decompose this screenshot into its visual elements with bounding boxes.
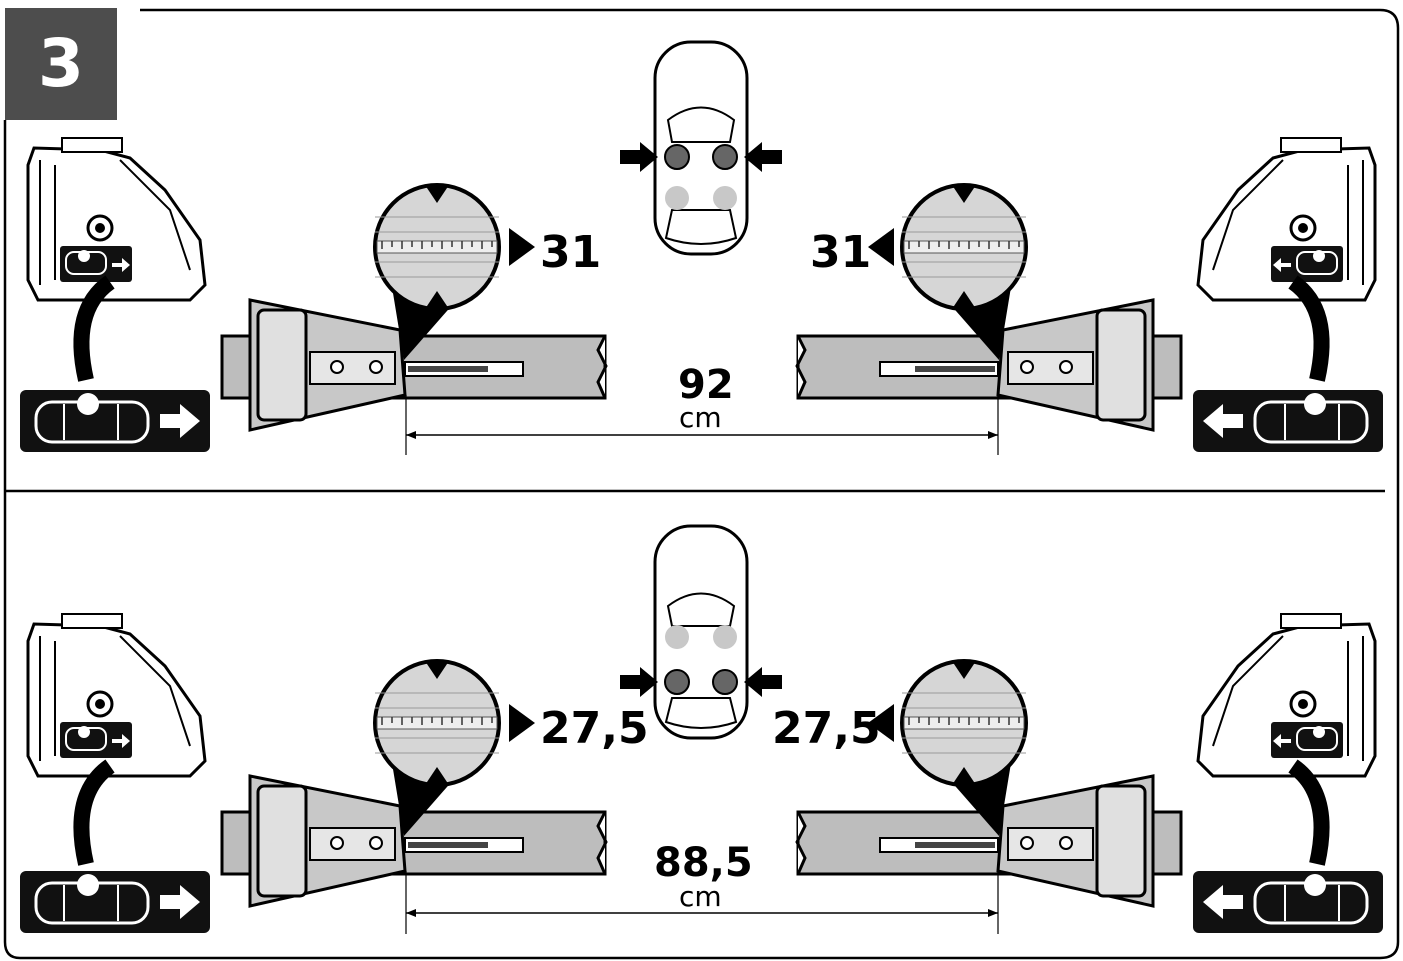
left-setting-label-top: 31 [540,227,602,278]
right-setting-label-top: 31 [810,227,872,278]
push-arrow-icon [620,667,658,697]
curved-arrow-icon [1288,759,1330,866]
push-arrow-icon [620,142,658,172]
distance-value-bottom: 88,5 [654,840,753,886]
car-direction-plate-icon [1191,869,1385,935]
magnifier-scale-icon [373,183,501,311]
distance-unit-bottom: cm [679,880,722,913]
right-setting-label-bottom: 27,5 [772,703,881,754]
curved-arrow-icon [73,275,115,382]
push-arrow-icon [744,667,782,697]
car-top-view-icon [653,40,749,256]
car-direction-plate-icon [18,869,212,935]
frame-border [3,8,1400,960]
foot-bracket-icon [26,136,207,302]
foot-bracket-icon [1196,136,1377,302]
panel-bottom [18,524,1385,935]
foot-bracket-icon [1196,612,1377,778]
panel-top [18,40,1385,455]
curved-arrow-icon [1288,275,1330,382]
distance-unit-top: cm [679,401,722,434]
magnifier-scale-icon [373,659,501,787]
car-top-view-icon [653,524,749,740]
push-arrow-icon [744,142,782,172]
magnifier-scale-icon [900,659,1028,787]
left-setting-label-bottom: 27,5 [540,703,649,754]
car-direction-plate-icon [1191,388,1385,454]
car-direction-plate-icon [18,388,212,454]
curved-arrow-icon [73,759,115,866]
step-number-badge: 3 [5,8,117,120]
magnifier-scale-icon [900,183,1028,311]
foot-bracket-icon [26,612,207,778]
distance-value-top: 92 [678,362,734,408]
